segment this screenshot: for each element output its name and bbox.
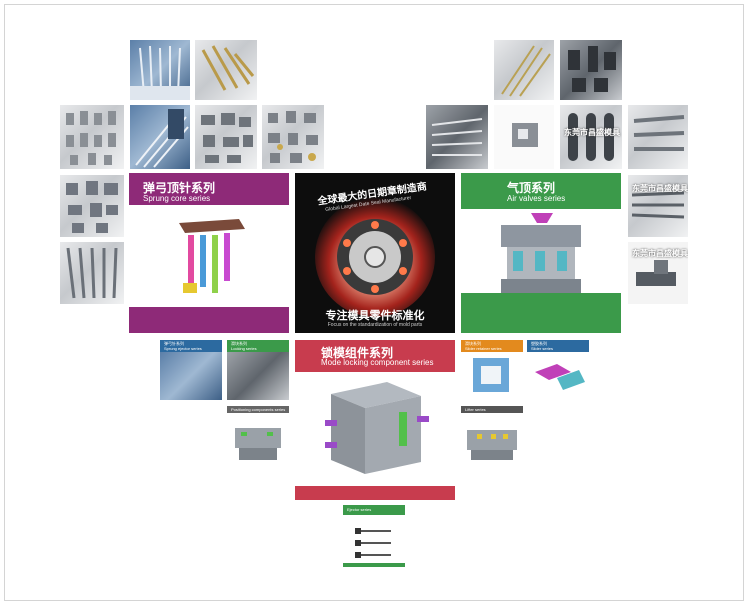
product-photo-slider-parts [195, 105, 257, 169]
category-card-air-valves[interactable]: 气顶系列 Air valves series [461, 173, 621, 333]
product-photo-latch-plates: 东莞市昌盛模具 [560, 105, 622, 169]
pins-icon [633, 115, 685, 151]
pins-icon [631, 191, 685, 219]
mini-card-subtitle: Slider series [531, 346, 554, 351]
category-card-mode-locking[interactable]: 锁模组件系列 Mode locking component series [295, 340, 455, 500]
pins-icon [201, 45, 255, 91]
product-photo-misc-parts [262, 105, 324, 169]
ejector-illustration [355, 528, 391, 558]
category-footer [129, 307, 289, 333]
slider-retainer-illustration [473, 358, 509, 392]
mini-card-sprung-ejector[interactable]: 弹弓针系列 Sprung ejector series [160, 340, 222, 400]
blocks-icon [201, 113, 253, 163]
mini-card-header [227, 406, 289, 413]
product-photo-locating-blocks [60, 175, 124, 237]
blocks-icon [268, 111, 318, 163]
air-valve-mold-illustration [501, 213, 581, 293]
clamp-icon [512, 123, 538, 147]
product-photo-guide-parts [60, 105, 124, 169]
product-photo-lifters [628, 105, 688, 169]
mini-card-title: Lifter series [465, 407, 486, 412]
category-card-sprung-core[interactable]: 弹弓顶针系列 Sprung core series [129, 173, 289, 333]
mini-card-title: Ejector series [347, 507, 372, 512]
blocks-icon [66, 181, 118, 233]
category-subtitle: Air valves series [507, 194, 566, 203]
product-photo-latch-block: 东莞市昌盛模具 [628, 242, 688, 304]
category-footer [461, 293, 621, 333]
mini-card-header [527, 340, 589, 352]
photo-watermark: 东莞市昌盛模具 [632, 184, 688, 193]
category-header [295, 340, 455, 372]
photo-watermark: 东莞市昌盛模具 [564, 128, 620, 137]
mini-card-lifter[interactable]: Lifter series [461, 406, 523, 468]
mini-card-subtitle: Locking series [231, 346, 257, 351]
mini-card-header [227, 340, 289, 352]
category-header [461, 173, 621, 209]
category-subtitle: Sprung core series [143, 194, 211, 203]
category-footer [295, 486, 455, 500]
pins-icon [501, 45, 551, 97]
mini-card-title: 滑块系列 [465, 341, 481, 346]
category-title: 气顶系列 [507, 181, 556, 195]
product-photo-ejector-pins [130, 40, 190, 100]
mini-card-header [343, 505, 405, 515]
clamp-icon [636, 260, 676, 286]
pins-icon [130, 45, 190, 100]
mini-card-photo [160, 352, 222, 400]
photo-watermark: 东莞市昌盛模具 [632, 249, 688, 258]
product-photo-pins-right [494, 40, 554, 100]
mini-card-header [461, 406, 523, 413]
mini-card-positioning[interactable]: Positioning components series [227, 406, 289, 468]
blocks-icon [66, 111, 116, 165]
date-seal-gear-graphic [315, 197, 435, 317]
slider-illustration [535, 364, 585, 390]
pins-icon [135, 109, 189, 168]
category-title: 锁模组件系列 [321, 346, 394, 360]
mini-card-subtitle: Slider retainer series [465, 346, 502, 351]
product-photo-bushings [560, 40, 622, 100]
pins-icon [431, 118, 483, 156]
mini-card-header [160, 340, 222, 352]
mini-card-title: 弹弓针系列 [164, 341, 184, 346]
poster-subtitle: Focus on the standardization of mold par… [327, 322, 423, 328]
product-photo-pullers: 东莞市昌盛模具 [628, 175, 688, 237]
product-photo-ejector-sets [426, 105, 488, 169]
screws-icon [66, 247, 118, 299]
mini-card-photo [227, 352, 289, 400]
poster-title: 专注模具零件标准化 [325, 309, 425, 322]
mini-card-slider-retainer[interactable]: 滑块系列 Slider retainer series [461, 340, 523, 400]
plates-icon [568, 113, 614, 161]
mini-card-ejector[interactable]: Ejector series [343, 505, 405, 567]
blocks-icon [568, 46, 616, 92]
mini-card-title: 滑块系列 [231, 341, 247, 346]
mini-card-title: Positioning components series [231, 407, 286, 412]
category-title: 弹弓顶针系列 [143, 181, 216, 195]
positioning-mold-illustration [235, 428, 281, 460]
mini-card-title: 塑胶系列 [531, 341, 547, 346]
mini-card-locking[interactable]: 滑块系列 Locking series [227, 340, 289, 400]
center-poster: 全球最大的日期章制造商 Global Largest Date Seal Man… [295, 173, 455, 333]
mini-card-footer [343, 563, 405, 567]
category-header [129, 173, 289, 205]
mini-card-slider[interactable]: 塑胶系列 Slider series [527, 340, 589, 400]
mode-locking-mold-illustration [325, 382, 429, 474]
mini-card-subtitle: Sprung ejector series [164, 346, 202, 351]
product-photo-clamp [494, 105, 554, 169]
sprung-core-illustration [179, 219, 245, 293]
lifter-mold-illustration [467, 430, 517, 460]
product-photo-brass-pins [195, 40, 257, 100]
product-photo-screws [60, 242, 124, 304]
mini-card-header [461, 340, 523, 352]
category-subtitle: Mode locking component series [321, 358, 434, 367]
product-photo-long-pins [130, 105, 190, 169]
